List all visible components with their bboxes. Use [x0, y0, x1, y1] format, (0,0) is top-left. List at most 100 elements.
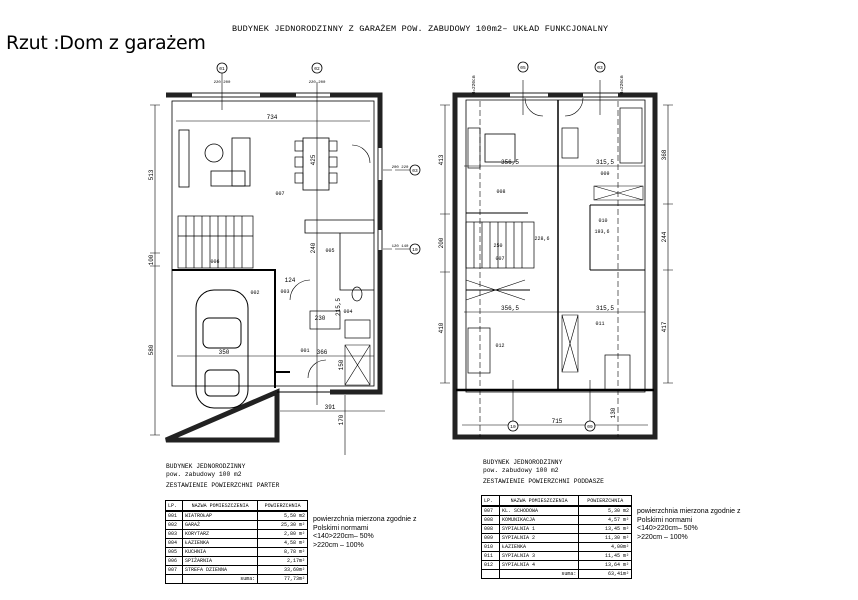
dimension-label: 413 [438, 154, 445, 165]
note-line: <140>220cm– 50% [313, 533, 374, 540]
bathtub [344, 319, 371, 339]
cell: 11,45 m² [578, 551, 632, 561]
stairs [177, 215, 254, 269]
wardrobe [465, 279, 526, 301]
dimension-label: 244 [661, 231, 668, 242]
inner-walls [171, 100, 375, 387]
stairs [465, 221, 535, 269]
note-line: powierzchnia mierzona zgodnie z [313, 516, 417, 523]
note-line: Polskimi normami [637, 516, 693, 524]
dimension-label: 368 [661, 149, 668, 160]
attic-area-table: LP. NAZWA POMIESZCZENIA POWIERZCHNIA 007… [481, 495, 632, 579]
cell: KOMUNIKACJA [498, 515, 580, 525]
ground-floor-area-table: LP. NAZWA POMIESZCZENIA POWIERZCHNIA 001… [165, 500, 308, 584]
car-icon [195, 289, 249, 409]
room-number: 010 [598, 218, 607, 224]
cell: 4,57 m² [578, 515, 632, 525]
info-line: pow. zabudowy 100 m2 [483, 467, 559, 474]
room-number: 001 [300, 348, 309, 354]
info-line: ZESTAWIENIE POWIERZCHNI PODDASZE [483, 478, 604, 485]
room-number: 009 [600, 171, 609, 177]
header-cell: POWIERZCHNIA [257, 500, 308, 512]
window-mark-label: 01 [219, 66, 225, 72]
page-title: Rzut :Dom z garażem [6, 32, 206, 54]
cell: ŁAZIENKA [498, 542, 580, 552]
attic-notes: powierzchnia mierzona zgodnie z Polskimi… [637, 508, 741, 542]
bed [619, 107, 643, 164]
dimension-label: 240 [310, 242, 317, 253]
sum-label: suma: [181, 574, 259, 584]
dimension-label: 580 [148, 344, 155, 355]
info-line: pow. zabudowy 100 m2 [166, 471, 242, 478]
wardrobe [561, 314, 579, 373]
desk [561, 127, 579, 159]
cell: 006 [165, 556, 183, 566]
cell: SYPIALNIA 1 [498, 524, 580, 534]
window-mark-label: 02 [314, 66, 320, 72]
door [307, 359, 327, 379]
cell: SYPIALNIA 3 [498, 551, 580, 561]
toilet [351, 286, 363, 302]
drawing-header: BUDYNEK JEDNORODZINNY Z GARAŻEM POW. ZAB… [232, 24, 609, 34]
room-number: 005 [325, 248, 334, 254]
info-line: ZESTAWIENIE POWIERZCHNI PARTER [166, 482, 280, 489]
cell: 2,80 m² [257, 529, 308, 539]
cell: 4,58 m² [257, 538, 308, 548]
height-line [479, 101, 619, 437]
cell: 003 [165, 529, 183, 539]
kitchen-counter [304, 219, 375, 291]
window-mark-label: 05 [520, 65, 526, 71]
dimension-label: 200 [438, 237, 445, 248]
cell: 012 [481, 560, 500, 570]
cell: 25,30 m² [257, 520, 308, 530]
dimension-label: 315,5 [596, 305, 614, 312]
dimension-lines [440, 80, 673, 426]
info-line: BUDYNEK JEDNORODZINNY [166, 463, 246, 470]
header-cell: NAZWA POMIESZCZENIA [181, 500, 259, 512]
header-cell: POWIERZCHNIA [578, 495, 632, 507]
dimension-label: 230 [315, 315, 326, 322]
dimension-label: 715 [552, 418, 563, 425]
window-mark-label: 03 [412, 168, 418, 174]
dimension-label: 124 [285, 277, 296, 284]
cell: KL. SCHODOWA [498, 505, 580, 516]
sofa [210, 170, 246, 187]
door [289, 279, 311, 301]
dimension-label: 250 [493, 243, 502, 249]
cell: SYPIALNIA 4 [498, 560, 580, 570]
window-mark-label: 10 [412, 247, 418, 253]
room-number: 008 [496, 189, 505, 195]
table-sum-row: suma:63,41m² [481, 569, 632, 579]
dimension-lines [150, 70, 392, 455]
sofa [231, 137, 251, 187]
cell: 33,60m² [257, 565, 308, 575]
window-mark [584, 420, 596, 432]
cell: 009 [481, 533, 500, 543]
info-line: BUDYNEK JEDNORODZINNY [483, 459, 563, 466]
dimension-label: 391 [325, 404, 336, 411]
door [351, 144, 371, 164]
cell: 004 [165, 538, 183, 548]
cell: 5,50 m2 [257, 510, 308, 521]
note-line: powierzchnia mierzona zgodnie z [637, 508, 741, 515]
cell: 010 [481, 542, 500, 552]
table-header: LP. NAZWA POMIESZCZENIA POWIERZCHNIA [481, 495, 632, 507]
wardrobe [593, 185, 644, 201]
cell: 13,64 m² [578, 560, 632, 570]
window-mark [594, 61, 606, 73]
dimension-label: 228,6 [534, 236, 549, 242]
cell: KUCHNIA [181, 547, 259, 557]
outer-walls [452, 92, 658, 440]
dimension-label: 417 [661, 321, 668, 332]
bed [484, 133, 516, 163]
cell: 13,45 m² [578, 524, 632, 534]
room-number: 007 [275, 191, 284, 197]
